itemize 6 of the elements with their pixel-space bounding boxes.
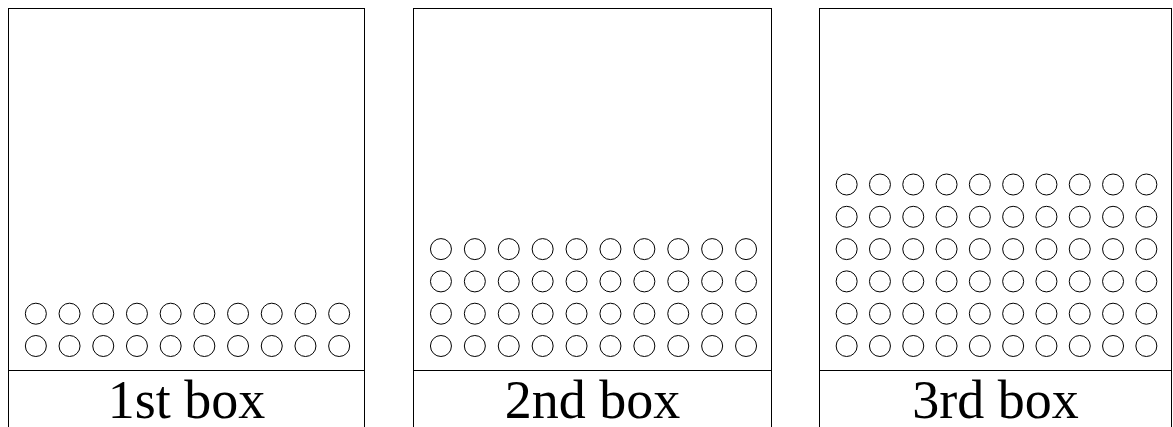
container-box (413, 8, 772, 427)
box-label: 1st box (106, 371, 267, 427)
container-box (8, 8, 365, 427)
box-label: 3rd box (911, 371, 1080, 427)
container-box (819, 8, 1172, 427)
box-label: 2nd box (503, 371, 682, 427)
